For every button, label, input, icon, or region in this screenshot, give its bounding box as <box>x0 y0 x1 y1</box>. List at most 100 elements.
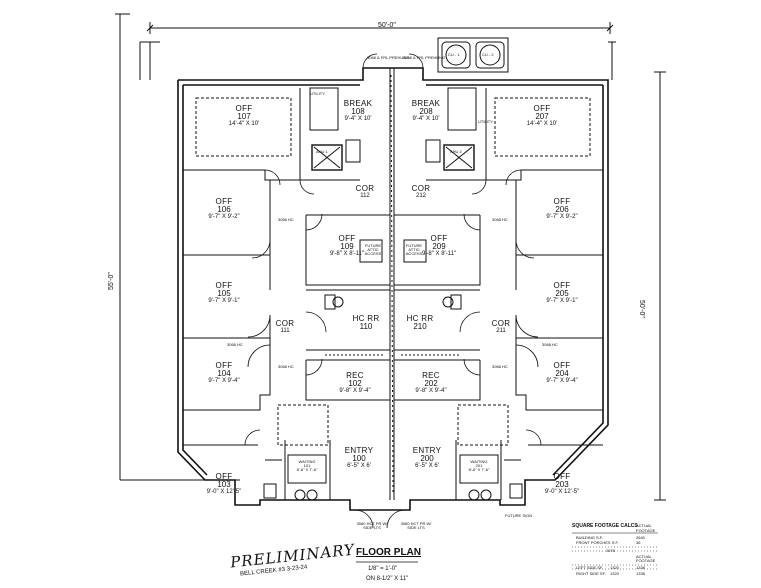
room-name: BREAK <box>411 99 441 108</box>
room-hcrr-210: HC RR 210 <box>402 315 438 331</box>
room-dimensions: 9'-7" X 9'-2" <box>208 214 240 220</box>
room-number: 206 <box>555 205 569 214</box>
calcs-table-lines <box>572 532 658 570</box>
room-dimensions: 9'-4" X 10' <box>344 116 372 122</box>
room-off-109: OFF 109 9'-8" X 8'-11" <box>322 234 372 258</box>
room-number: 203 <box>555 480 569 489</box>
calcs-foot-col: ACTUAL FOOTAGE <box>636 554 656 563</box>
room-number: 100 <box>352 454 366 463</box>
door-note-204: 3068 HC <box>492 364 508 369</box>
room-off-209: OFF 209 9'-8" X 8'-11" <box>414 234 464 258</box>
room-dimensions: 9'-0" X 12'-5" <box>544 489 580 495</box>
drawing-title: FLOOR PLAN <box>356 547 421 558</box>
door-note-206: 3068 HC <box>492 217 508 222</box>
room-cor-211: COR 211 <box>488 320 514 335</box>
calcs-row2-label: FRONT PORCHES S.F. <box>576 540 619 545</box>
room-number: 202 <box>424 379 438 388</box>
room-dimensions: 14'-4" X 10' <box>228 121 260 127</box>
front-door-right: 3080 HCT PR W/ SIDE LTS <box>400 521 432 530</box>
room-dimensions: 8'-6" X 7'-6" <box>296 467 318 472</box>
room-rec-202: REC 202 9'-8" X 9'-4" <box>406 371 456 395</box>
room-name: WAITING <box>470 459 488 464</box>
room-cor-212: COR 212 <box>406 185 436 200</box>
room-name: OFF <box>533 104 551 113</box>
door-swings <box>244 53 542 529</box>
room-off-105: OFF 105 9'-7" X 9'-1" <box>198 281 250 305</box>
calcs-heading: SQUARE FOOTAGE CALCS <box>572 523 638 529</box>
room-dimensions: 9'-8" X 8'-11" <box>329 251 365 257</box>
calcs-row3-label: LEFT SIDE SF. <box>576 565 604 570</box>
room-number: 109 <box>340 242 354 251</box>
room-number: 107 <box>237 112 251 121</box>
door-note-rear-left: 3068 & FRL PREHUNG <box>367 55 410 60</box>
room-dimensions: 9'-7" X 9'-1" <box>546 298 578 304</box>
attic-access-right: FUTURE ATTIC ACCESS <box>405 243 423 256</box>
room-break-108: BREAK 108 9'-4" X 10' <box>330 100 386 123</box>
calcs-total: 2676 <box>606 548 615 553</box>
room-number: 212 <box>415 193 426 199</box>
room-name: ENTRY <box>344 446 374 455</box>
calcs-row3-value: 1320 <box>610 565 619 570</box>
room-number: 108 <box>351 107 365 116</box>
calcs-col-actual: ACTUAL <box>636 523 652 528</box>
room-entry-100: ENTRY 100 6'-5" X 6' <box>338 446 380 470</box>
room-name: OFF <box>338 234 356 243</box>
room-waiting-101: WAITING 101 8'-6" X 7'-6" <box>290 460 324 472</box>
room-name: COR <box>355 184 375 193</box>
center-wall <box>389 68 395 500</box>
room-dimensions: 6'-5" X 6' <box>347 463 371 469</box>
room-name: HC RR <box>406 314 434 323</box>
room-dimensions: 9'-7" X 9'-2" <box>546 214 578 220</box>
room-number: 208 <box>419 107 433 116</box>
ahu-1-label: AHU 1 <box>316 149 328 154</box>
room-off-206: OFF 206 9'-7" X 9'-2" <box>536 198 588 221</box>
utility-right: UTILITY <box>478 119 493 124</box>
room-hcrr-110: HC RR 110 <box>348 315 384 331</box>
room-off-203: OFF 203 9'-0" X 12'-5" <box>536 472 588 496</box>
room-name: OFF <box>553 472 571 481</box>
ahu-2-label: AHU 2 <box>450 149 462 154</box>
calcs-row1-value: 2640 <box>636 535 645 540</box>
future-sign-note: FUTURE SIGN <box>505 513 533 518</box>
drawing-sheet: ON 8-1/2" X 11" <box>366 576 409 582</box>
room-off-207: OFF 207 14'-4" X 10' <box>514 104 570 128</box>
room-dimensions: 9'-8" X 9'-4" <box>339 388 371 394</box>
room-dimensions: 9'-7" X 9'-4" <box>208 378 240 384</box>
calcs-row2-value: 36 <box>636 540 641 545</box>
left-interior-walls <box>183 87 390 501</box>
drawing-scale: 1/8" = 1'-0" <box>368 566 398 572</box>
room-off-204: OFF 204 9'-7" X 9'-4" <box>536 362 588 385</box>
calcs-foot2: 1338 <box>636 571 645 576</box>
room-number: 205 <box>555 289 569 298</box>
room-name: OFF <box>553 281 571 290</box>
room-number: 102 <box>348 379 362 388</box>
room-number: 106 <box>217 205 231 214</box>
right-depth-label: 50'-0" <box>638 300 645 318</box>
room-dimensions: 8'-6" X 7'-6" <box>468 467 490 472</box>
door-note-105: 3068 HC <box>227 342 243 347</box>
overall-depth-label: 55'-0" <box>108 272 115 290</box>
room-number: 207 <box>535 112 549 121</box>
door-note-rear-right: 3068 & FRL PREHUNG <box>403 55 446 60</box>
room-name: REC <box>422 371 440 380</box>
room-name: OFF <box>215 197 233 206</box>
room-dimensions: 6'-5" X 6' <box>415 463 439 469</box>
condenser-2-label: CU - 2 <box>482 52 494 57</box>
room-waiting-201: WAITING 201 8'-6" X 7'-6" <box>462 460 496 472</box>
room-number: 210 <box>413 322 427 331</box>
room-cor-111: COR 111 <box>272 320 298 335</box>
calcs-foot1: 1338 <box>636 565 645 570</box>
door-note-106: 3068 HC <box>278 217 294 222</box>
room-name: OFF <box>215 281 233 290</box>
room-number: 101 <box>303 463 311 468</box>
room-number: 104 <box>217 369 231 378</box>
room-name: OFF <box>430 234 448 243</box>
overall-width-label: 50'-0" <box>378 22 396 29</box>
dimension-lines <box>115 13 666 501</box>
calcs-row1-label: BUILDING S.F. <box>576 535 603 540</box>
room-name: REC <box>346 371 364 380</box>
right-interior-walls <box>394 87 603 501</box>
utility-left: UTILITY <box>310 91 325 96</box>
room-number: 204 <box>555 369 569 378</box>
